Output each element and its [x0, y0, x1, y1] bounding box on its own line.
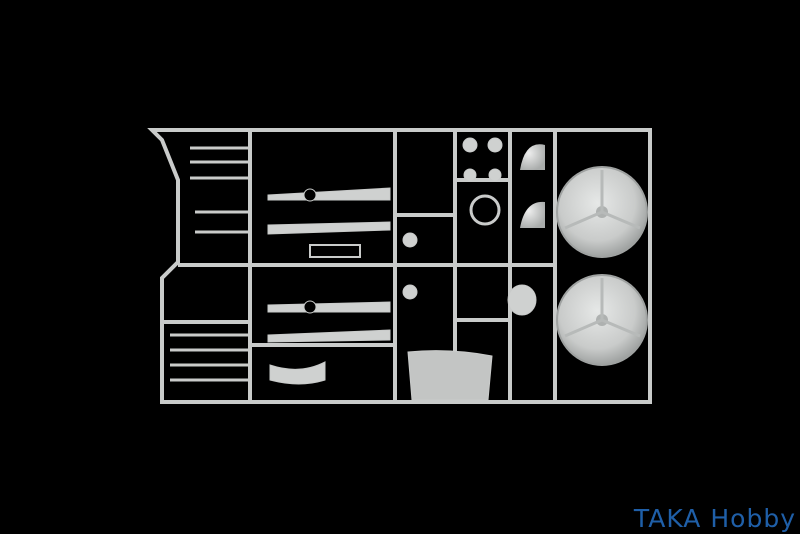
wheel-lower — [556, 274, 648, 366]
watermark-text: TAKA Hobby — [633, 504, 796, 533]
wheel-upper — [556, 166, 648, 258]
sprue-frame — [147, 128, 652, 404]
sprue-parts — [170, 137, 545, 401]
